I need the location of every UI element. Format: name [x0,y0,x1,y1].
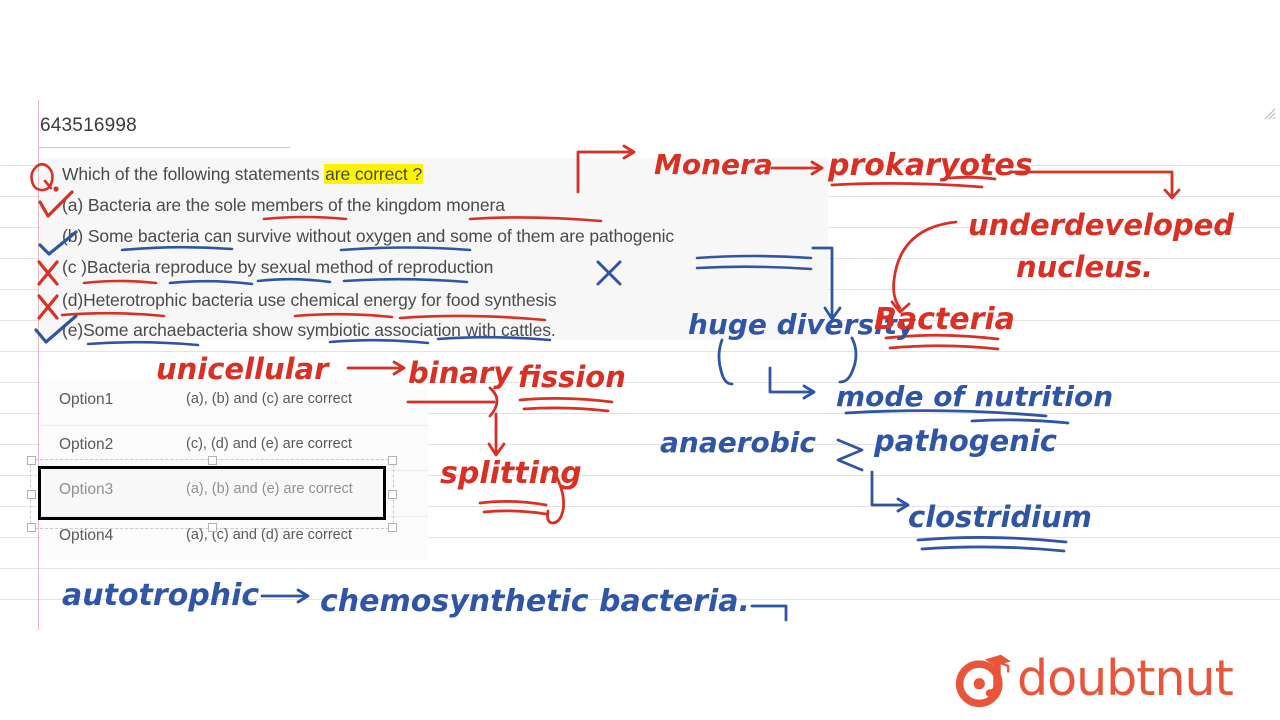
annotation-prokaryotes: prokaryotes [828,148,1033,183]
annotation-fission: fission [518,360,626,394]
option-row-2[interactable]: Option2 (c), (d) and (e) are correct [40,425,428,470]
annotation-huge-diversity: huge diversity [688,308,916,341]
underline-clostridium-1 [916,536,1068,544]
option-row-4[interactable]: Option4 (a), (c) and (d) are correct [40,516,428,561]
doubtnut-logo-text: doubtnut [1017,650,1234,707]
option-value-2: (c), (d) and (e) are correct [186,436,352,452]
option-divider-2 [40,470,428,471]
annotation-anaerobic: anaerobic [660,426,816,459]
doubtnut-logo[interactable]: doubtnut [955,648,1255,714]
option-value-1: (a), (b) and (c) are correct [186,391,352,407]
underline-nutrition [970,418,1070,425]
resize-handle-s[interactable] [208,523,217,532]
resize-handle-se[interactable] [388,523,397,532]
statement-d: (d)Heterotrophic bacteria use chemical e… [62,290,557,310]
annotation-chemosynthetic-bacteria: chemosynthetic bacteria. [320,584,750,619]
annotation-clostridium: clostridium [908,500,1092,534]
underline-fission-2 [522,406,610,413]
annotation-monera: Monera [654,148,773,181]
resize-handle-e[interactable] [388,490,397,499]
statement-a: (a) Bacteria are the sole members of the… [62,195,505,215]
arrow-binary-to-splitting [487,412,506,457]
annotation-autotrophic: autotrophic [62,578,260,613]
question-id: 643516998 [40,115,137,136]
selected-option-highlight-box[interactable] [38,466,386,520]
bracket-bottom-right [750,604,788,622]
brace-huge-diversity [717,336,858,386]
annotation-binary: binary [408,356,513,390]
selection-marquee[interactable] [27,456,397,532]
option-divider-1 [40,425,428,426]
statement-c: (c )Bacteria reproduce by sexual method … [62,257,494,277]
paper-margin-line [38,100,39,630]
arrow-unicellular-binary [346,360,406,376]
option-label-3: Option3 [59,481,114,498]
question-id-divider [38,147,290,148]
option-divider-3 [40,516,428,517]
doubtnut-logo-icon [955,654,1011,708]
underline-clostridium-2 [920,545,1066,553]
option-value-3: (a), (b) and (e) are correct [186,481,353,497]
bracket-prokaryotes-to-nucleus [1008,170,1181,200]
option-value-4: (a), (c) and (d) are correct [186,527,352,543]
statement-e: (e)Some archaebacteria show symbiotic as… [62,320,556,340]
arrow-to-mode-of-nutrition [768,366,816,400]
arrow-to-clostridium [870,470,910,513]
resize-handle-ne[interactable] [388,456,397,465]
option-label-1: Option1 [59,391,114,408]
annotation-underdeveloped: underdeveloped [968,208,1235,242]
underline-archaebacteria [86,340,200,347]
curve-arrow-to-bacteria [890,220,958,314]
annotation-nucleus: nucleus. [1016,250,1154,284]
resize-handle-nw[interactable] [27,456,36,465]
option-label-2: Option2 [59,436,114,453]
resize-handle-sw[interactable] [27,523,36,532]
underline-bacteria-2 [888,344,1000,351]
underline-splitting-2 [482,509,548,516]
option-row-3[interactable]: Option3 (a), (b) and (e) are correct [40,470,428,515]
underline-splitting-1 [478,500,548,507]
annotation-mode-of-nutrition: mode of nutrition [836,380,1114,413]
option-row-1[interactable]: Option1 (a), (b) and (c) are correct [40,380,428,425]
resize-handle-w[interactable] [27,490,36,499]
question-prompt-text: Which of the following statements [62,164,325,184]
option-label-4: Option4 [59,527,114,544]
brace-anaerobic-pathogenic [836,438,864,472]
annotation-bacteria: Bacteria [874,302,1015,337]
resize-handle-n[interactable] [208,456,217,465]
question-prompt-highlight: are correct ? [324,164,424,184]
brace-binary [488,386,499,418]
resize-handle-icon[interactable] [1264,108,1276,120]
underline-fission-1 [518,397,614,404]
underline-prokaryotes-1 [830,182,984,189]
arrow-autotrophic-chemosynthetic [260,588,310,604]
annotation-splitting: splitting [440,456,582,491]
annotation-unicellular: unicellular [156,352,329,386]
statement-b: (b) Some bacteria can survive without ox… [62,226,675,246]
annotation-pathogenic: pathogenic [874,424,1057,458]
question-prompt: Which of the following statements are co… [62,164,424,185]
